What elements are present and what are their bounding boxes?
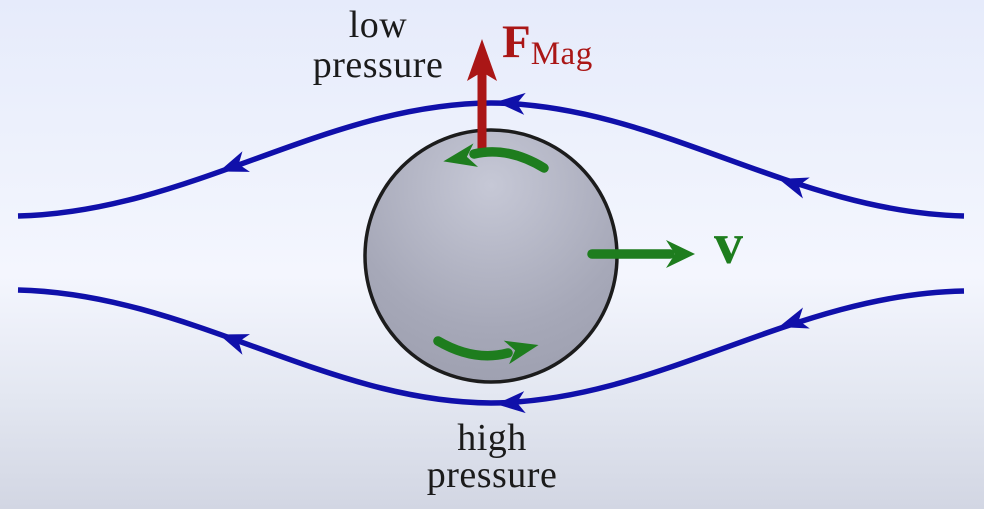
- flow-arrowheads: [218, 92, 810, 414]
- spin-arrow-bottom-head-icon: [503, 340, 539, 365]
- magnus-force-subscript: Mag: [530, 36, 593, 72]
- flow-arrowhead-icon: [218, 334, 250, 355]
- flow-arrowhead-icon: [778, 177, 810, 199]
- flow-arrowhead-icon: [778, 307, 810, 329]
- magnus-force-arrow: [467, 39, 497, 154]
- low-pressure-line1: low: [348, 4, 408, 46]
- spin-arrow-top-arc: [469, 147, 549, 173]
- low-pressure-line2: pressure: [312, 44, 444, 86]
- velocity-arrowhead-icon: [666, 240, 695, 268]
- streamline-top: [17, 100, 965, 219]
- spin-arrow-bottom-icon: [433, 336, 539, 365]
- high-pressure-line1: high: [457, 417, 527, 459]
- magnus-force-label: FMag: [502, 15, 593, 73]
- velocity-arrow: [587, 240, 695, 268]
- flow-arrowhead-icon: [496, 92, 526, 115]
- flow-arrowhead-icon: [218, 151, 250, 172]
- spin-arrow-top-head-icon: [443, 143, 479, 167]
- flow-arrowhead-icon: [496, 391, 526, 414]
- magnus-force-arrowhead-icon: [467, 39, 497, 81]
- spin-arrow-bottom-arc: [433, 336, 513, 361]
- magnus-force-symbol: F: [502, 16, 531, 68]
- high-pressure-label: high pressure: [392, 417, 592, 496]
- low-pressure-label: low pressure: [278, 5, 478, 85]
- ball: [363, 128, 619, 384]
- streamline-bottom: [17, 287, 965, 406]
- velocity-label: v: [714, 211, 743, 276]
- high-pressure-line2: pressure: [426, 454, 558, 496]
- spin-arrow-top-icon: [443, 143, 549, 173]
